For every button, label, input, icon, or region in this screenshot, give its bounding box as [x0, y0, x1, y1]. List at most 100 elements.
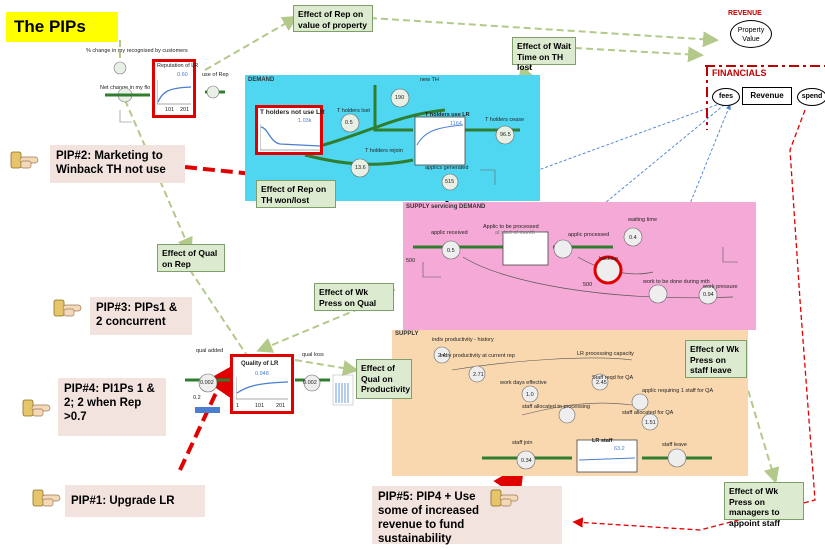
supply-value-4: 2.45 [596, 380, 607, 386]
effect-qual-prod: Effect of Qual on Productivity [356, 359, 412, 399]
supply-value-5: 0.34 [521, 458, 532, 464]
reputation-highlight: Reputation of LR 0.60 101 201 [152, 59, 199, 118]
demand-value-2: 515 [445, 179, 455, 185]
capacity-label: LR processing capacity [577, 351, 634, 357]
sd-value-2: 500 [583, 282, 593, 288]
pointing-hand-icon [22, 398, 52, 420]
new-th-label: new TH [420, 77, 439, 83]
supply-demand-label: SUPPLY servicing DEMAND [406, 204, 486, 210]
reputation-value: 0.60 [177, 72, 188, 78]
quality-axis-101: 101 [255, 403, 265, 409]
req1-label: applic requiring 1 staff for QA [642, 388, 714, 394]
pointing-hand-icon [490, 488, 520, 510]
lost-label: T holders lost [337, 108, 370, 114]
reputation-label: Reputation of LR [157, 63, 199, 69]
qual-added-label: qual added [196, 348, 224, 354]
supply-flows [433, 346, 712, 473]
pip2-note: PIP#2: Marketing to Winback TH not use [50, 145, 185, 183]
qual-added-value: 0.002 [200, 380, 214, 386]
supply-demand-flows [413, 227, 738, 305]
revenue-feedback-line [572, 109, 816, 531]
quality-highlight: Quality of LR 0.948 1 101 201 [230, 354, 294, 414]
pip3-note: PIP#3: PIPs1 & 2 concurrent [90, 297, 192, 335]
spend-label: spend [801, 93, 823, 100]
cease-label: T holders cease [485, 117, 525, 123]
not-use-label: T holders not use LR [260, 109, 325, 116]
supply-value-3: 1.0 [526, 392, 534, 398]
pip4-note: PIP#4: PI1Ps 1 & 2; 2 when Rep >0.7 [58, 378, 166, 436]
page-title: The PIPs [6, 12, 118, 42]
demand-value-1: 13.6 [355, 165, 366, 171]
spend-node: spend [797, 88, 825, 106]
backlog-label: backlog [599, 256, 618, 262]
quality-y-top: 0.2 [193, 395, 201, 401]
demand-value-4: 0.5 [345, 120, 353, 126]
supply-demand-panel: SUPPLY servicing DEMAND applic received … [403, 202, 756, 330]
quality-label: Quality of LR [241, 361, 279, 367]
quality-flow [185, 373, 354, 413]
supply-value-1: 2.4 [438, 353, 446, 359]
property-value-label: Property Value [737, 27, 765, 43]
pip1-note: PIP#1: Upgrade LR [65, 485, 205, 517]
new-th-value: 190 [395, 95, 405, 101]
fees-label: fees [718, 93, 733, 100]
sd-value-3: 0.5 [447, 248, 455, 254]
pip5-note: PIP#5: PIP4 + Use some of increased reve… [372, 486, 562, 545]
effect-wk-managers: Effect of Wk Press on managers to appoin… [724, 482, 804, 528]
not-use-value: 1.03k [298, 118, 312, 124]
demand-flows [304, 85, 520, 191]
allocated-qa-label: staff allocated for QA [622, 410, 674, 416]
property-value-node: Property Value [730, 20, 772, 48]
pip5-text: PIP#5: PIP4 + Use some of increased reve… [378, 491, 479, 545]
supply-value-6: 1.51 [645, 420, 656, 426]
use-lr-label: T holders use LR [425, 112, 470, 118]
reputation-axis-201: 201 [180, 107, 190, 113]
indiv2-label: indiv productivity at current rep [440, 353, 515, 359]
rejoin-label: T holders rejoin [365, 148, 403, 154]
effect-wait-time: Effect of Wait Time on TH lost [512, 37, 576, 72]
reputation-axis-101: 101 [165, 107, 175, 113]
processed-label: applic processed [568, 232, 610, 238]
pct-change-label: % change in my recognised by customers [86, 48, 188, 54]
effect-rep-won: Effect of Rep on TH won/lost [256, 180, 336, 208]
effect-rep-property: Effect of Rep on value of property [293, 5, 373, 32]
waiting-label: waiting time [628, 217, 658, 223]
not-use-graph [260, 124, 320, 151]
financials-label: FINANCIALS [712, 68, 767, 78]
join-label: staff join [512, 440, 533, 446]
pointing-hand-icon [10, 150, 40, 172]
effect-qual-rep: Effect of Qual on Rep [157, 244, 225, 272]
qual-loss-label: qual loss [302, 352, 324, 358]
use-rep-label: use of Rep [202, 72, 229, 78]
sd-value-4: 0.4 [629, 235, 637, 241]
demand-panel-label: DEMAND [248, 77, 275, 83]
effect-wk-qual: Effect of Wk Press on Qual [314, 283, 394, 311]
demand-value-3: 96.5 [500, 132, 511, 138]
supply-value-2: 2.71 [473, 372, 484, 378]
indiv-label: indiv productivity - history [432, 337, 494, 343]
to-process-label: Applic to be processed [483, 224, 539, 230]
quality-axis-201: 201 [276, 403, 286, 409]
qual-loss-value: 0.002 [303, 380, 317, 386]
work-done-label: work to be done during mth [643, 279, 710, 285]
sd-value-1: 500 [406, 258, 416, 264]
allocated-label: staff allocated to processing [522, 404, 591, 410]
not-use-highlight: T holders not use LR 1.03k [255, 105, 325, 155]
received-label: applic received [431, 230, 468, 236]
revenue-header: REVENUE [728, 10, 762, 17]
fees-node: fees [712, 88, 740, 106]
lr-staff-value: 63.2 [614, 446, 625, 452]
reputation-graph [157, 80, 191, 105]
effect-wk-staff: Effect of Wk Press on staff leave [685, 340, 747, 378]
pointing-hand-icon [53, 298, 83, 320]
use-lr-value: 1164 [450, 121, 462, 127]
supply-label: SUPPLY [395, 331, 419, 337]
quality-value: 0.948 [255, 371, 269, 377]
applics-label: applics generated [425, 165, 469, 171]
quality-graph [236, 377, 288, 400]
at-start-label: at start of month [495, 230, 535, 236]
reputation-flow [105, 61, 225, 123]
leave-label: staff leave [662, 442, 687, 448]
pointing-hand-icon [32, 488, 62, 510]
